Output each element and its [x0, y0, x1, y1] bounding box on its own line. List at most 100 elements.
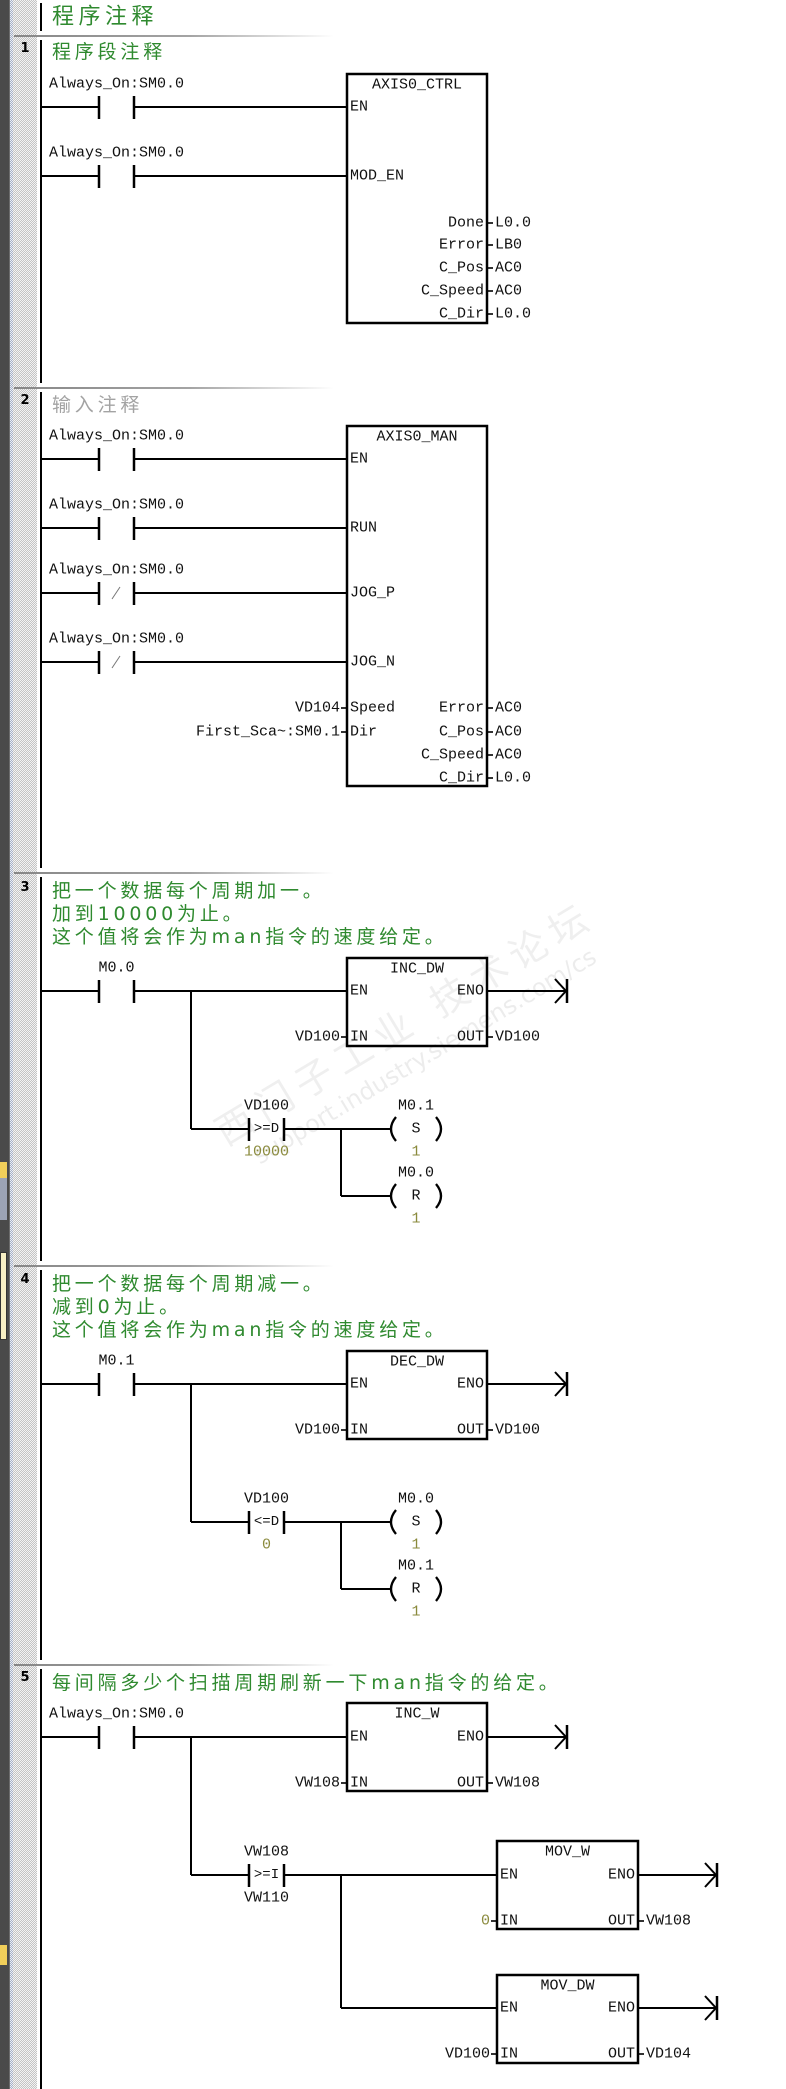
contact-normally-open[interactable]: Always_On:SM0.0 [41, 1706, 347, 1750]
coil-operand[interactable]: M0.0 [398, 1491, 434, 1508]
input-operand[interactable]: VD100 [445, 2046, 490, 2063]
output-operand[interactable]: VW108 [646, 1913, 691, 1930]
network-comment-placeholder[interactable]: 输入注释 [52, 394, 143, 416]
contact-operand[interactable]: Always_On:SM0.0 [49, 76, 184, 93]
input-pin-label: EN [350, 99, 368, 116]
coil-reset[interactable]: R M0.1 1 [389, 1558, 443, 1621]
contact-operand[interactable]: M0.1 [98, 1353, 134, 1370]
contact-operand[interactable]: Always_On:SM0.0 [49, 1706, 184, 1723]
input-operand[interactable]: VW108 [295, 1775, 340, 1792]
coil-count[interactable]: 1 [411, 1604, 420, 1621]
network-5[interactable]: 每间隔多少个扫描周期刷新一下man指令的给定。 Always_On:SM0.0 … [40, 1669, 719, 2089]
network-separator [14, 872, 334, 874]
contact-normally-closed[interactable]: Always_On:SM0.0 [41, 562, 347, 606]
coil-set[interactable]: S M0.0 1 [389, 1491, 443, 1554]
output-operand[interactable]: AC0 [495, 747, 522, 764]
function-box-mov-w[interactable]: MOV_W EN ENO 0 IN OUT VW108 [481, 1839, 691, 1931]
coil-reset[interactable]: R M0.0 1 [389, 1165, 443, 1228]
network-4[interactable]: 把一个数据每个周期减一。 减到0为止。 这个值将会作为man指令的速度给定。 M… [40, 1270, 569, 1660]
output-operand[interactable]: VD100 [495, 1029, 540, 1046]
compare-contact[interactable]: <=D VD100 0 [191, 1491, 390, 1554]
network-number[interactable]: 1 [20, 41, 30, 56]
contact-operand[interactable]: M0.0 [98, 960, 134, 977]
output-operand[interactable]: VD100 [495, 1422, 540, 1439]
program-comment[interactable]: 程序注释 [52, 5, 158, 30]
box-frame [345, 1701, 489, 1793]
input-operand[interactable]: VD100 [295, 1029, 340, 1046]
compare-operand-1[interactable]: VW108 [244, 1844, 289, 1861]
input-operand[interactable]: 0 [481, 1913, 490, 1930]
output-operand[interactable]: VW108 [495, 1775, 540, 1792]
network-comment[interactable]: 每间隔多少个扫描周期刷新一下man指令的给定。 [52, 1672, 562, 1694]
output-operand[interactable]: L0.0 [495, 215, 531, 232]
contact-normally-open[interactable]: M0.1 [41, 1353, 347, 1397]
network-number[interactable]: 4 [20, 1272, 30, 1287]
contact-normally-open[interactable]: Always_On:SM0.0 [41, 497, 347, 541]
contact-normally-open[interactable]: Always_On:SM0.0 [41, 76, 347, 120]
network-comment-line[interactable]: 加到10000为止。 [52, 903, 245, 925]
function-box-axis0-ctrl[interactable]: AXIS0_CTRL EN MOD_EN Done L0.0 Error LB0… [345, 72, 531, 325]
network-number[interactable]: 5 [20, 1670, 30, 1685]
box-frame [345, 956, 489, 1048]
input-operand[interactable]: First_Sca~:SM0.1 [196, 724, 340, 741]
network-comment-line[interactable]: 这个值将会作为man指令的速度给定。 [52, 1319, 448, 1341]
compare-operand-1[interactable]: VD100 [244, 1098, 289, 1115]
compare-operand-2[interactable]: 0 [262, 1537, 271, 1554]
coil-left-paren [389, 1183, 397, 1209]
output-pin-label: OUT [457, 1422, 484, 1439]
coil-operand[interactable]: M0.0 [398, 1165, 434, 1182]
coil-operand[interactable]: M0.1 [398, 1098, 434, 1115]
contact-normally-open[interactable]: Always_On:SM0.0 [41, 145, 347, 189]
network-1[interactable]: 程序段注释 Always_On:SM0.0 Always_On:SM0.0 AX… [40, 40, 531, 383]
coil-operand[interactable]: M0.1 [398, 1558, 434, 1575]
network-comment-line[interactable]: 把一个数据每个周期加一。 [52, 880, 326, 902]
network-number[interactable]: 3 [20, 880, 30, 895]
box-title: MOV_DW [540, 1978, 594, 1995]
input-operand[interactable]: VD100 [295, 1422, 340, 1439]
coil-count[interactable]: 1 [411, 1144, 420, 1161]
output-operand[interactable]: L0.0 [495, 306, 531, 323]
network-number[interactable]: 2 [20, 393, 30, 408]
compare-contact[interactable]: >=I VW108 VW110 [191, 1844, 497, 1907]
output-operand[interactable]: AC0 [495, 283, 522, 300]
network-comment-line[interactable]: 这个值将会作为man指令的速度给定。 [52, 926, 448, 948]
contact-operand[interactable]: Always_On:SM0.0 [49, 631, 184, 648]
network-2[interactable]: 输入注释 Always_On:SM0.0 Always_On:SM0.0 [40, 392, 531, 868]
contact-operand[interactable]: Always_On:SM0.0 [49, 428, 184, 445]
coil-count[interactable]: 1 [411, 1537, 420, 1554]
network-comment[interactable]: 程序段注释 [52, 41, 166, 63]
contact-operand[interactable]: Always_On:SM0.0 [49, 562, 184, 579]
contact-normally-closed[interactable]: Always_On:SM0.0 [41, 631, 347, 675]
contact-normally-open[interactable]: M0.0 [41, 960, 347, 1004]
function-box-axis0-man[interactable]: AXIS0_MAN EN RUN JOG_P JOG_N VD104 Speed… [196, 424, 531, 788]
output-operand[interactable]: AC0 [495, 260, 522, 277]
output-pin-label: ENO [457, 983, 484, 1000]
input-pin-label: MOD_EN [350, 168, 404, 185]
compare-operand-2[interactable]: VW110 [244, 1890, 289, 1907]
output-operand[interactable]: AC0 [495, 724, 522, 741]
output-operand[interactable]: AC0 [495, 700, 522, 717]
contact-operand[interactable]: Always_On:SM0.0 [49, 497, 184, 514]
output-pin-label: ENO [457, 1376, 484, 1393]
coil-count[interactable]: 1 [411, 1211, 420, 1228]
contact-operand[interactable]: Always_On:SM0.0 [49, 145, 184, 162]
compare-operand-1[interactable]: VD100 [244, 1491, 289, 1508]
output-operand[interactable]: VD104 [646, 2046, 691, 2063]
input-operand[interactable]: VD104 [295, 700, 340, 717]
output-operand[interactable]: L0.0 [495, 770, 531, 787]
function-box-inc-dw[interactable]: INC_DW EN ENO VD100 IN OUT VD100 [295, 956, 540, 1048]
compare-operand-2[interactable]: 10000 [244, 1144, 289, 1161]
input-pin-label: RUN [350, 520, 377, 537]
function-box-dec-dw[interactable]: DEC_DW EN ENO VD100 IN OUT VD100 [295, 1349, 540, 1441]
network-comment-line[interactable]: 减到0为止。 [52, 1296, 182, 1318]
network-comment-line[interactable]: 把一个数据每个周期减一。 [52, 1273, 326, 1295]
function-box-inc-w[interactable]: INC_W EN ENO VW108 IN OUT VW108 [295, 1701, 540, 1793]
compare-contact[interactable]: >=D VD100 10000 [191, 1098, 390, 1161]
network-3[interactable]: 把一个数据每个周期加一。 加到10000为止。 这个值将会作为man指令的速度给… [40, 877, 569, 1261]
contact-normally-open[interactable]: Always_On:SM0.0 [41, 428, 347, 472]
function-box-mov-dw[interactable]: MOV_DW EN ENO VD100 IN OUT VD104 [445, 1973, 691, 2065]
output-operand[interactable]: LB0 [495, 237, 522, 254]
box-title: INC_DW [390, 961, 444, 978]
input-pin-label: Speed [350, 700, 395, 717]
coil-set[interactable]: S M0.1 1 [389, 1098, 443, 1161]
